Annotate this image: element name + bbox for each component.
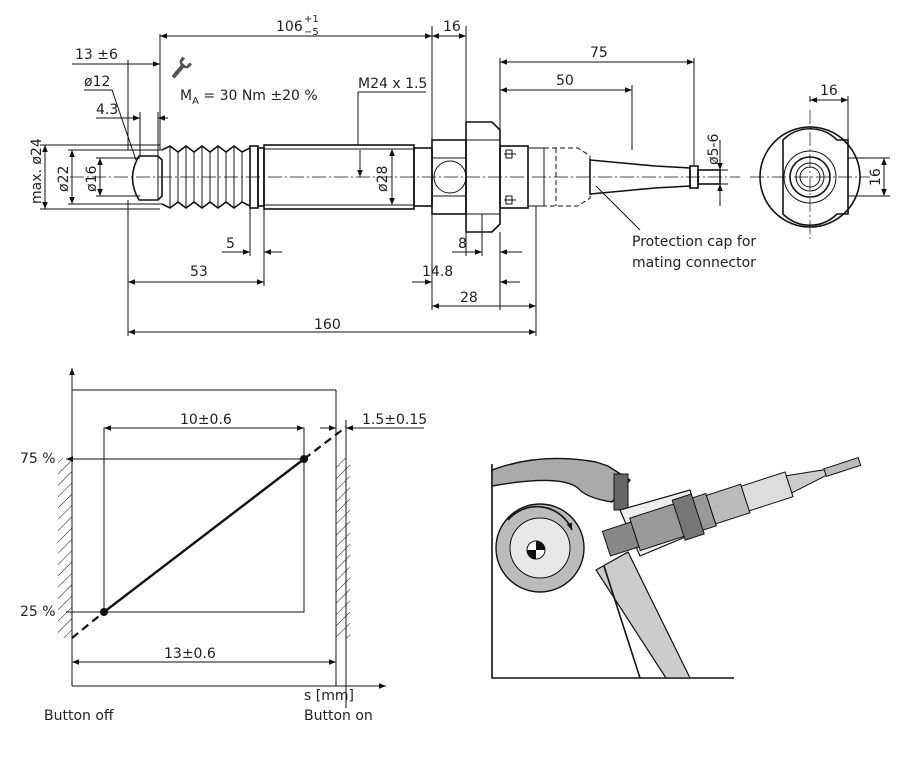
dim-10: 10±0.6	[180, 412, 232, 428]
top-dimensions	[40, 26, 728, 210]
end-dim-16-top: 16	[820, 83, 838, 99]
hatch-right	[336, 458, 350, 638]
dim-14-8: 14.8	[422, 264, 453, 280]
sensor-side-view	[70, 121, 740, 233]
dim-106: 106	[276, 19, 303, 35]
dim-d28: ø28	[375, 166, 391, 192]
dim-53: 53	[190, 264, 208, 280]
dim-106-plus: +1	[304, 14, 319, 25]
switching-graph: 75 % 25 % 10±0.6 1.5±0.15 13±0.6 s [mm] …	[20, 368, 427, 724]
bottom-dimensions	[127, 185, 641, 336]
note-line-1: Protection cap for	[632, 234, 756, 250]
wrench-icon	[171, 56, 192, 79]
button-off-label: Button off	[44, 708, 114, 724]
dim-d5-6: ø5-6	[706, 133, 722, 165]
dim-13-graph: 13±0.6	[164, 646, 216, 662]
dim-max-d24: max. ø24	[29, 138, 45, 204]
dim-8: 8	[458, 236, 467, 252]
dim-d22: ø22	[56, 166, 72, 192]
dim-75: 75	[590, 45, 608, 61]
bellows	[161, 145, 251, 209]
torque-label: MA = 30 Nm ±20 %	[180, 88, 318, 107]
thread-label: M24 x 1.5	[358, 76, 427, 92]
x-axis-label: s [mm]	[304, 688, 354, 704]
dim-1-5: 1.5±0.15	[362, 412, 427, 428]
dim-13: 13 ±6	[75, 47, 118, 63]
y-label-75: 75 %	[20, 451, 56, 467]
dim-28: 28	[460, 290, 478, 306]
dim-160: 160	[314, 317, 341, 333]
dim-106-minus: −5	[304, 27, 319, 38]
end-dim-16-side: 16	[868, 168, 884, 186]
mounting-illustration	[491, 457, 862, 679]
dim-d16: ø16	[84, 166, 100, 192]
switching-curve	[103, 458, 305, 613]
hatch-left	[58, 458, 72, 638]
plunger-tip	[131, 155, 163, 201]
dim-5: 5	[226, 236, 235, 252]
note-line-2: mating connector	[632, 255, 756, 271]
dim-4-3: 4.3	[96, 102, 118, 118]
dim-16-flange: 16	[443, 19, 461, 35]
dim-d12: ø12	[84, 74, 110, 90]
protection-cap	[543, 147, 591, 207]
sensor-end-view: 16 16	[750, 83, 890, 240]
button-on-label: Button on	[304, 708, 373, 724]
dim-50: 50	[556, 73, 574, 89]
y-label-25: 25 %	[20, 604, 56, 620]
